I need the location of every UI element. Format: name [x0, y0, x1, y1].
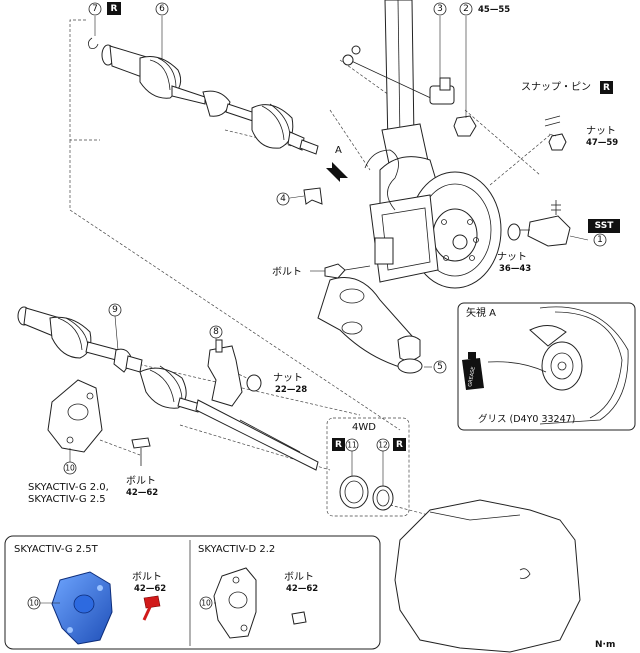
callout-1: 1: [593, 233, 607, 247]
callout-2: 2: [459, 2, 473, 16]
svg-text:1: 1: [597, 235, 603, 245]
svg-text:SST: SST: [595, 221, 615, 231]
nut-8-torque: 22—28: [275, 385, 307, 395]
callout-10: 10: [63, 461, 77, 475]
4wd-seals: [339, 475, 394, 511]
svg-text:R: R: [396, 440, 403, 450]
g25t-bolt-torque: 42—62: [134, 584, 166, 594]
bolt-10-torque: 42—62: [126, 488, 158, 498]
grease-label: グリス (D4Y0 33247): [478, 413, 575, 425]
bolt-10-label: ボルト: [126, 475, 156, 487]
svg-text:9: 9: [112, 305, 118, 315]
engine-g20-label: SKYACTIV-G 2.0,: [28, 482, 109, 493]
svg-text:10: 10: [65, 464, 75, 473]
nut-8-label: ナット: [273, 372, 303, 384]
snap-ring-7: [88, 37, 99, 49]
svg-text:12: 12: [378, 441, 388, 450]
4wd-parts-box: [326, 417, 410, 517]
svg-text:2: 2: [463, 4, 469, 14]
view-a-arrow: [326, 162, 348, 182]
snap-pin-label: スナップ・ピン: [521, 81, 591, 93]
view-a-hub-illustration: GREASE: [462, 306, 629, 425]
callout-3: 3: [433, 2, 447, 16]
badge-r-11: R: [332, 438, 345, 451]
callout-8: 8: [209, 325, 223, 339]
arrow-a-label: A: [335, 145, 342, 156]
callout-10-d22: 10: [199, 596, 213, 610]
callout-11: 11: [345, 438, 359, 452]
svg-text:GREASE: GREASE: [467, 366, 476, 387]
bolt-mid-label: ボルト: [272, 266, 302, 278]
svg-text:R: R: [335, 440, 342, 450]
callout-9: 9: [108, 303, 122, 317]
bearing-support-10: [47, 379, 151, 466]
view-a-title: 矢視 A: [466, 306, 496, 319]
callout-12: 12: [376, 438, 390, 452]
front-drive-shaft-lower: [17, 306, 319, 471]
svg-text:4: 4: [280, 194, 286, 204]
callout-10-g25t: 10: [27, 596, 41, 610]
engine-g25-label: SKYACTIV-G 2.5: [28, 494, 106, 505]
svg-text:7: 7: [92, 4, 98, 14]
callout-5: 5: [433, 360, 447, 374]
g25t-title: SKYACTIV-G 2.5T: [14, 544, 99, 555]
badge-r-snap-pin: R: [600, 81, 613, 94]
d22-bolt-label: ボルト: [284, 571, 314, 583]
svg-text:R: R: [603, 83, 610, 93]
svg-text:8: 8: [213, 327, 219, 337]
svg-text:10: 10: [201, 599, 211, 608]
nut-mid-label: ナット: [497, 251, 527, 263]
lower-arm: [317, 277, 423, 374]
nut-top-label: ナット: [586, 125, 616, 137]
support-bracket-8: [207, 339, 262, 407]
badge-r-7: R: [107, 2, 121, 15]
svg-text:R: R: [111, 4, 118, 14]
callout-7: 7: [88, 2, 102, 16]
torque-2: 45—55: [478, 5, 510, 15]
nut-mid-torque: 36—43: [499, 264, 531, 274]
g25t-red-bolt: [142, 595, 161, 621]
g25t-bolt-label: ボルト: [132, 571, 162, 583]
d22-bolt-torque: 42—62: [286, 584, 318, 594]
svg-text:11: 11: [347, 441, 357, 450]
4wd-label: 4WD: [352, 422, 376, 433]
badge-sst: SST: [588, 219, 620, 233]
svg-text:3: 3: [437, 4, 443, 14]
d22-title: SKYACTIV-D 2.2: [198, 544, 275, 555]
knuckle-hub-assembly: [303, 0, 571, 289]
svg-text:5: 5: [437, 362, 443, 372]
callout-6: 6: [155, 2, 169, 16]
svg-text:6: 6: [159, 4, 165, 14]
callout-4: 4: [276, 192, 290, 206]
front-drive-shaft-upper: [101, 44, 319, 155]
unit-label: N·m: [595, 640, 615, 650]
nut-top-torque: 47—59: [586, 138, 618, 148]
transaxle-housing: [394, 499, 581, 653]
badge-r-12: R: [393, 438, 406, 451]
g25t-bearing-support: [51, 571, 113, 645]
leader-lines: [40, 16, 589, 604]
d22-bearing-support: [213, 567, 307, 639]
svg-text:10: 10: [29, 599, 39, 608]
